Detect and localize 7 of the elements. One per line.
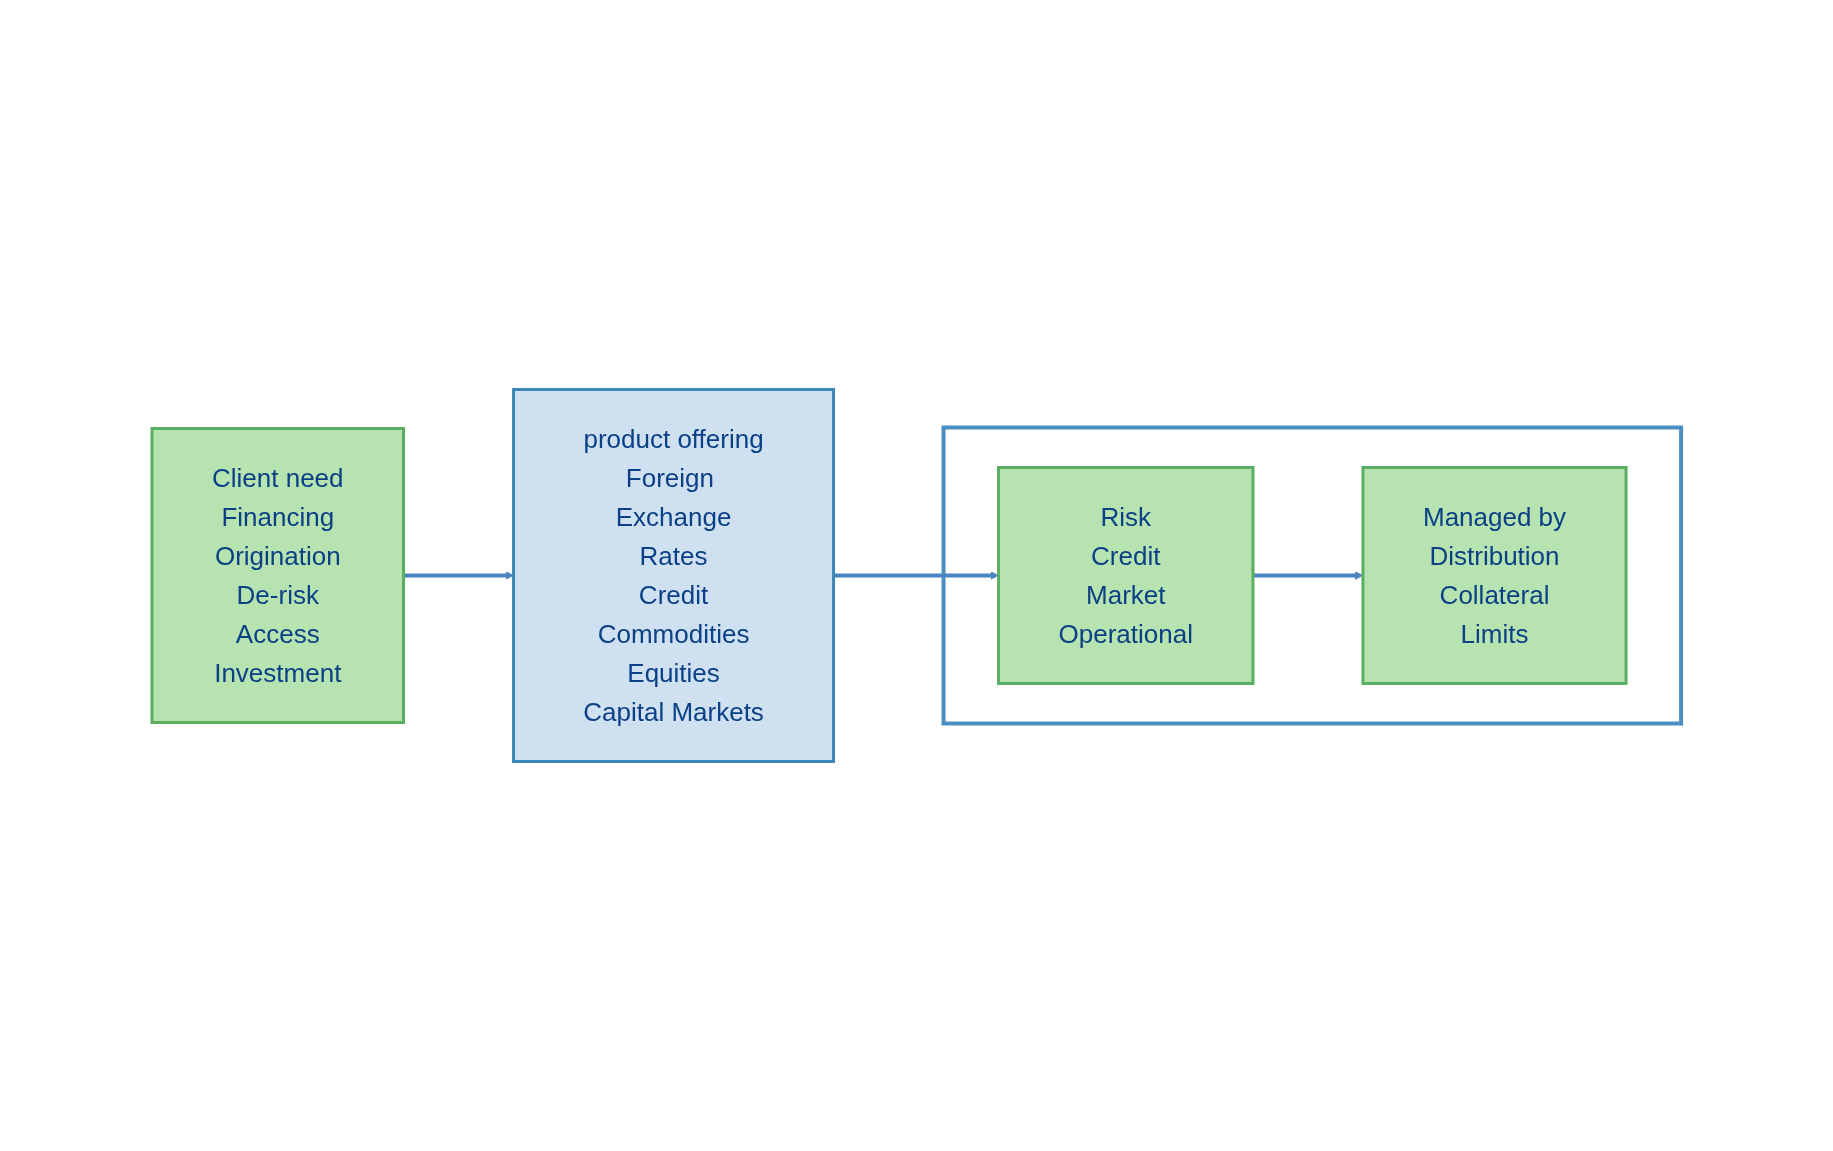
node-box: Client need Financing Origination De-risk Access Investment bbox=[150, 427, 405, 724]
node-box: product offering Foreign Exchange Rates Credit Commodities Equities Capital Markets bbox=[512, 388, 835, 763]
node-box: Managed by Distribution Collateral Limits bbox=[1361, 466, 1628, 685]
arrow bbox=[833, 571, 999, 580]
arrow bbox=[403, 571, 514, 580]
node-box: Risk Credit Market Operational bbox=[997, 466, 1255, 685]
cluster bbox=[941, 425, 1684, 726]
